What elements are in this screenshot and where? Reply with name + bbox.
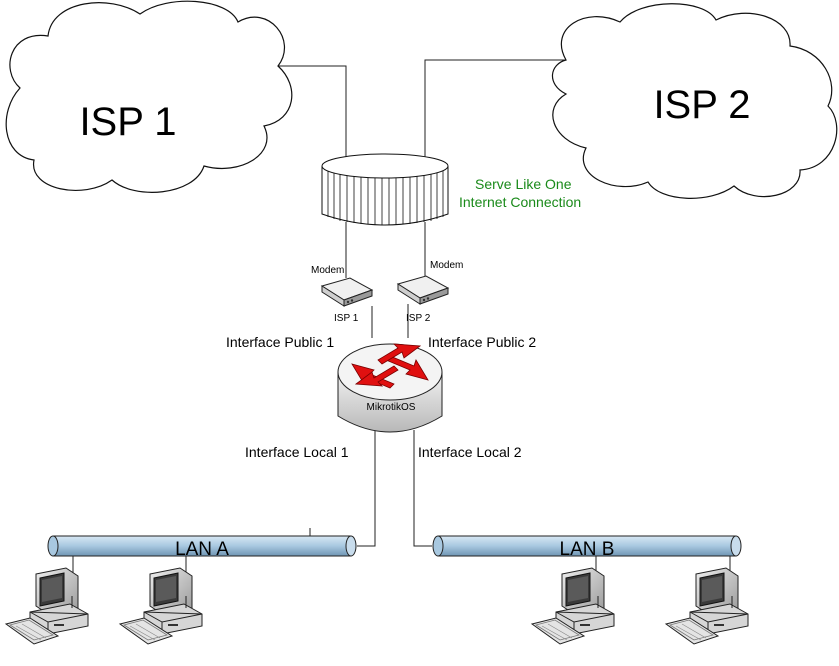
line-router-lan-a <box>357 430 376 547</box>
computer-lan-b-2 <box>665 567 749 645</box>
cloud-isp1: ISP 1 <box>5 0 293 193</box>
line-router-lan-b <box>413 430 432 547</box>
interface-local-1-label: Interface Local 1 <box>245 444 349 460</box>
router: MikrotikOS <box>337 343 443 433</box>
modem-isp2-top-label: Modem <box>430 260 463 271</box>
modem-isp2 <box>397 275 449 305</box>
router-arrows <box>351 343 429 389</box>
computer-lan-a-2 <box>119 567 203 645</box>
modem-isp1-top-label: Modem <box>311 265 344 276</box>
lan-a-label: LAN A <box>175 539 229 560</box>
computer-lan-b-1 <box>531 567 615 645</box>
interface-public-2-label: Interface Public 2 <box>428 334 536 350</box>
router-label: MikrotikOS <box>367 402 416 413</box>
line-isp1-bundle <box>278 65 347 158</box>
drop-cables <box>72 556 731 574</box>
cloud-isp2-label: ISP 2 <box>653 83 750 127</box>
bundle-caption-line2: Internet Connection <box>459 194 581 210</box>
bundle-stripes <box>327 170 444 225</box>
lan-b-label: LAN B <box>560 539 615 560</box>
modem-isp1 <box>321 277 373 307</box>
wan-lines <box>278 59 565 338</box>
cloud-isp2: ISP 2 <box>551 3 838 199</box>
computer-lan-a-1 <box>5 567 89 645</box>
lan-b-pipe: LAN B <box>432 535 742 560</box>
modem-isp2-bottom-label: ISP 2 <box>406 313 431 324</box>
cloud-isp1-label: ISP 1 <box>79 100 176 144</box>
bundle-cylinder <box>321 153 449 226</box>
modem-isp1-bottom-label: ISP 1 <box>334 313 359 324</box>
interface-local-2-label: Interface Local 2 <box>418 444 522 460</box>
line-isp2-bundle <box>424 59 565 158</box>
interface-public-1-label: Interface Public 1 <box>226 334 334 350</box>
lan-a-pipe: LAN A <box>47 528 357 560</box>
bundle-caption-line1: Serve Like One <box>475 176 572 192</box>
lan-lines <box>357 430 432 547</box>
